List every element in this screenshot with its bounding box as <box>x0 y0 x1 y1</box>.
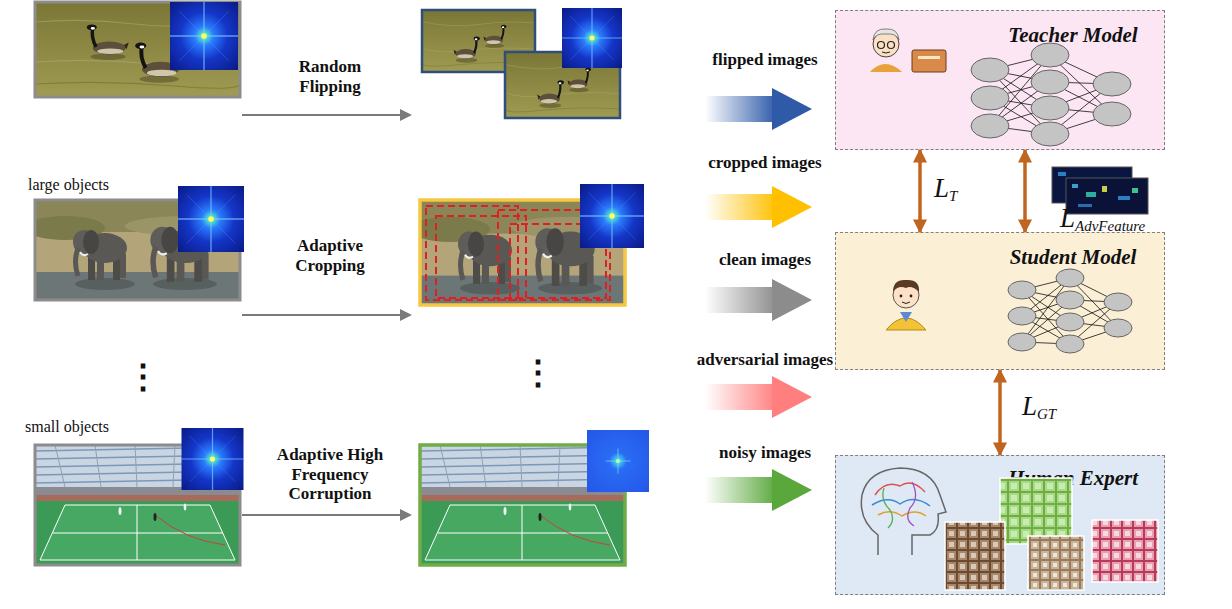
geese-flipped <box>422 10 535 72</box>
court-corrupted <box>420 445 625 565</box>
transform-arrow <box>242 514 402 516</box>
geese-original <box>35 2 240 97</box>
geese-original <box>35 2 240 97</box>
loss-label: LT <box>934 174 957 205</box>
loss-connector <box>918 150 922 232</box>
court-original <box>35 445 240 565</box>
data-type-label: cropped images <box>675 153 855 173</box>
flow-arrow <box>705 376 812 418</box>
loss-connector <box>998 370 1002 455</box>
flow-arrow <box>705 287 777 313</box>
transform-arrow <box>242 109 412 121</box>
elephant-original <box>25 200 245 300</box>
data-type-label: flipped images <box>675 50 855 70</box>
flow-arrow <box>772 376 812 418</box>
loss-label: LAdvFeature <box>1060 204 1145 235</box>
elephant-cropped <box>410 200 630 305</box>
transform-arrow <box>242 114 402 116</box>
flow-arrow <box>705 186 812 228</box>
court-corrupted <box>420 430 649 565</box>
scale-note: large objects <box>28 176 168 194</box>
flow-arrow <box>705 469 812 511</box>
transform-label: Adaptive Cropping <box>270 236 390 275</box>
court-original <box>182 428 244 490</box>
model-box: Human Expert <box>835 455 1165 595</box>
elephant-cropped <box>420 200 625 305</box>
transform-arrow <box>242 314 402 316</box>
feature-heatmap <box>1118 196 1130 200</box>
geese-flipped <box>505 52 620 118</box>
elephant-original <box>25 186 245 300</box>
feature-heatmap <box>1072 184 1078 188</box>
feature-heatmap <box>1058 172 1066 176</box>
feature-heatmap <box>1102 186 1107 192</box>
transform-arrow <box>400 109 412 121</box>
flow-arrow <box>705 279 812 321</box>
flow-arrow <box>772 469 812 511</box>
flow-arrow <box>772 88 812 130</box>
flow-arrow <box>705 88 812 130</box>
box-title: Student Model <box>982 245 1164 270</box>
transform-label: Random Flipping <box>280 57 380 96</box>
flow-arrow <box>705 194 777 220</box>
model-box: Teacher Model <box>835 10 1165 150</box>
feature-heatmap <box>1078 204 1092 207</box>
box-title: Human Expert <box>982 466 1164 491</box>
geese-original <box>35 2 240 97</box>
data-type-label: clean images <box>675 250 855 270</box>
flow-arrow <box>705 96 777 122</box>
geese-flipped <box>562 8 622 68</box>
ellipsis-mark: ⋮ <box>521 356 545 390</box>
court-corrupted <box>420 445 625 565</box>
geese-flipped <box>422 8 622 118</box>
feature-heatmap <box>1066 178 1148 214</box>
geese-original <box>170 2 238 70</box>
feature-heatmap <box>1132 188 1138 193</box>
court-original <box>35 428 244 565</box>
feature-heatmap <box>1052 167 1132 203</box>
flow-arrow <box>772 279 812 321</box>
transform-arrow <box>242 309 412 321</box>
elephant-cropped <box>436 216 526 298</box>
elephant-cropped <box>410 184 644 305</box>
elephant-cropped <box>498 210 610 300</box>
transform-arrow <box>400 509 412 521</box>
transform-label: Adaptive High Frequency Corruption <box>262 445 398 504</box>
elephant-original <box>178 186 244 252</box>
elephant-original <box>35 200 240 300</box>
scale-note: small objects <box>25 418 165 436</box>
box-title: Teacher Model <box>982 23 1164 48</box>
flow-arrow <box>705 477 777 503</box>
geese-flipped <box>422 10 535 72</box>
court-original <box>35 445 240 565</box>
model-box: Student Model <box>835 232 1165 370</box>
data-type-label: noisy images <box>675 443 855 463</box>
ellipsis-mark: ⋮ <box>126 360 150 394</box>
geese-flipped <box>422 10 535 72</box>
geese-flipped <box>505 52 620 118</box>
flow-arrow <box>772 186 812 228</box>
transform-arrow <box>400 309 412 321</box>
elephant-cropped <box>510 224 606 298</box>
elephant-cropped <box>580 184 644 248</box>
data-type-label: adversarial images <box>665 350 865 370</box>
court-corrupted <box>587 430 649 492</box>
geese-flipped <box>505 52 620 118</box>
transform-arrow <box>242 509 412 521</box>
loss-label: LGT <box>1022 392 1056 423</box>
elephant-cropped <box>426 206 518 300</box>
flow-arrow <box>705 384 777 410</box>
loss-connector <box>1023 150 1027 232</box>
feature-heatmap <box>1086 192 1096 197</box>
